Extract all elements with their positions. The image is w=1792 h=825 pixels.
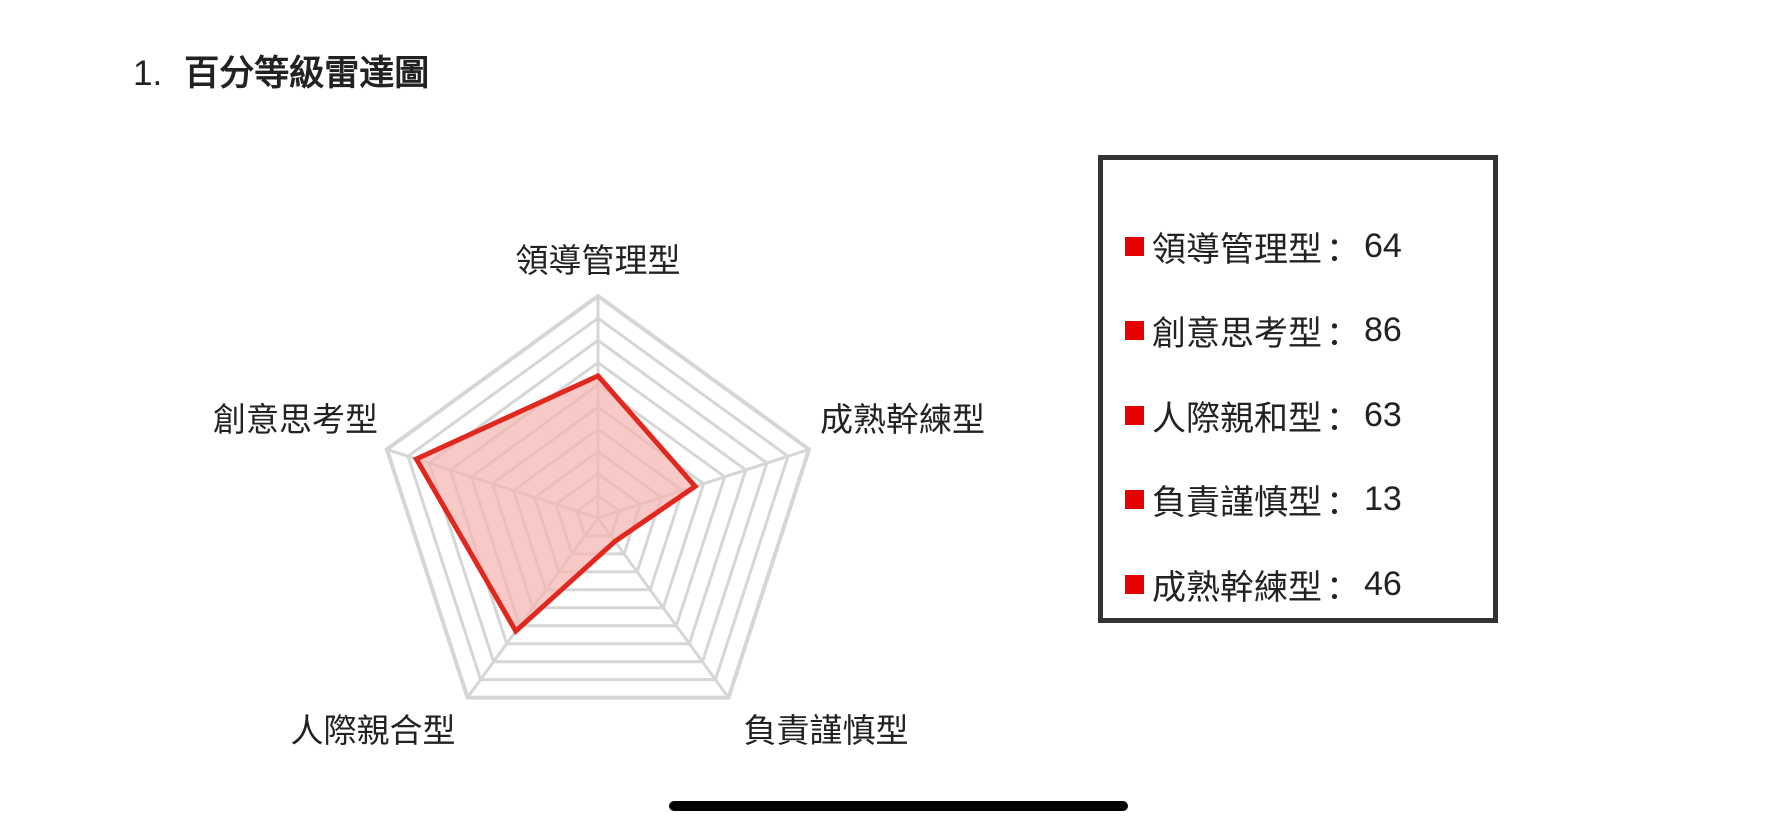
section-title: 百分等級雷達圖: [184, 54, 430, 94]
legend-item: 成熟幹練型 ： 46: [1125, 542, 1493, 627]
legend-swatch: [1125, 574, 1144, 594]
legend-item: 創意思考型 ： 86: [1125, 289, 1493, 374]
legend-value: 13: [1364, 480, 1402, 519]
legend-label: 人際親和型: [1152, 398, 1322, 439]
legend-label: 創意思考型: [1152, 314, 1322, 355]
legend-value: 63: [1364, 395, 1402, 434]
legend-label: 領導管理型: [1152, 229, 1322, 270]
legend-swatch: [1125, 405, 1144, 425]
axis-label: 人際親合型: [291, 711, 456, 750]
grid-ring: [406, 316, 790, 682]
grid-spoke: [596, 517, 730, 699]
legend-value: 46: [1364, 564, 1402, 603]
legend-separator: ：: [1326, 398, 1360, 439]
axis-label: 成熟幹練型: [820, 400, 985, 439]
radar-data-point: [613, 539, 617, 543]
grid-ring: [384, 293, 812, 700]
legend-value: 86: [1364, 311, 1402, 350]
section-number: 1.: [133, 54, 163, 93]
legend-separator: ：: [1326, 567, 1360, 608]
radar-data-point: [693, 484, 697, 488]
legend-swatch: [1125, 490, 1144, 510]
legend-item: 領導管理型 ： 64: [1125, 204, 1493, 289]
legend-item: 負責謹慎型 ： 13: [1125, 458, 1493, 543]
radar-data-point: [514, 629, 518, 633]
legend-separator: ：: [1326, 314, 1360, 355]
legend-separator: ：: [1326, 229, 1360, 270]
legend-item: 人際親和型 ： 63: [1125, 373, 1493, 458]
legend-label: 負責謹慎型: [1152, 483, 1322, 524]
legend-label: 成熟幹練型: [1152, 567, 1322, 608]
radar-series: [412, 372, 699, 636]
radar-data-point: [414, 457, 418, 461]
axis-label: 領導管理型: [516, 241, 681, 280]
legend: 領導管理型 ： 64 創意思考型 ： 86 人際親和型 ： 63 負責謹慎型 ：…: [1098, 155, 1498, 623]
axis-label: 創意思考型: [213, 400, 378, 439]
axis-label: 負責謹慎型: [744, 711, 909, 750]
legend-swatch: [1125, 236, 1144, 256]
section-heading: 1. 百分等級雷達圖: [133, 52, 429, 96]
legend-swatch: [1125, 321, 1144, 341]
radar-data-point: [596, 374, 600, 378]
radar-data-area: [412, 372, 699, 636]
legend-value: 64: [1364, 226, 1402, 265]
home-indicator: [669, 801, 1128, 811]
legend-separator: ：: [1326, 483, 1360, 524]
